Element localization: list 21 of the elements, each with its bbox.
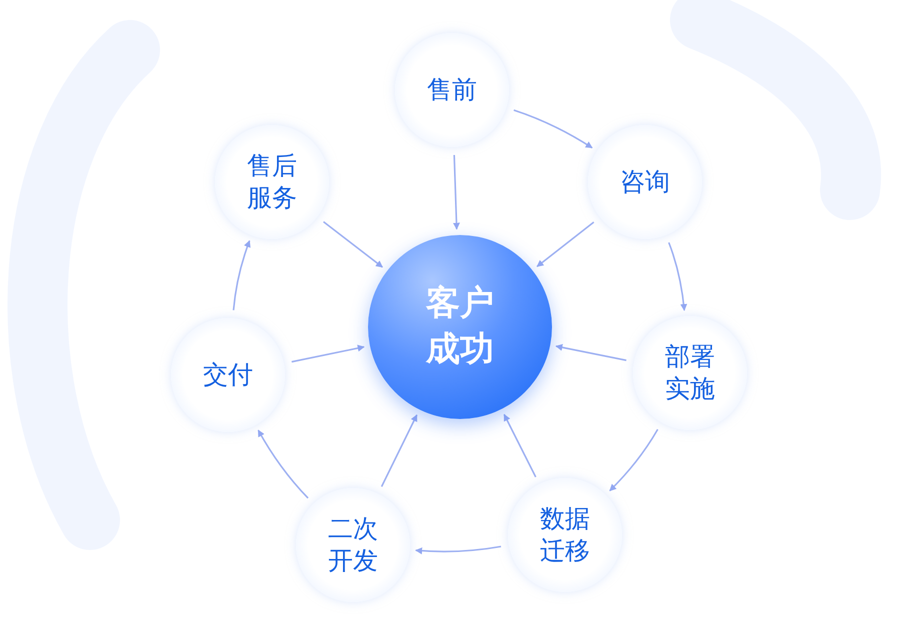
arrow	[609, 429, 658, 492]
arrow	[323, 221, 383, 268]
arrow	[258, 430, 309, 499]
arrow	[503, 414, 536, 478]
arrow	[415, 546, 502, 554]
stage-label: 交付	[202, 358, 254, 391]
arrow	[232, 240, 251, 310]
arrow	[514, 109, 593, 148]
stage-label: 数据迁移	[539, 502, 591, 567]
stage-label: 售前	[426, 74, 478, 106]
arrow	[292, 344, 365, 363]
arrow	[536, 221, 594, 268]
center-label: 客户成功	[424, 282, 495, 371]
arrow	[668, 242, 688, 311]
stage-label: 咨询	[619, 166, 671, 198]
arrow	[555, 344, 626, 362]
arrow	[453, 154, 460, 230]
stage-label: 售后服务	[246, 150, 298, 214]
stage-label: 部署实施	[664, 340, 716, 405]
stage-label: 二次开发	[327, 512, 379, 577]
arrow	[380, 414, 418, 487]
